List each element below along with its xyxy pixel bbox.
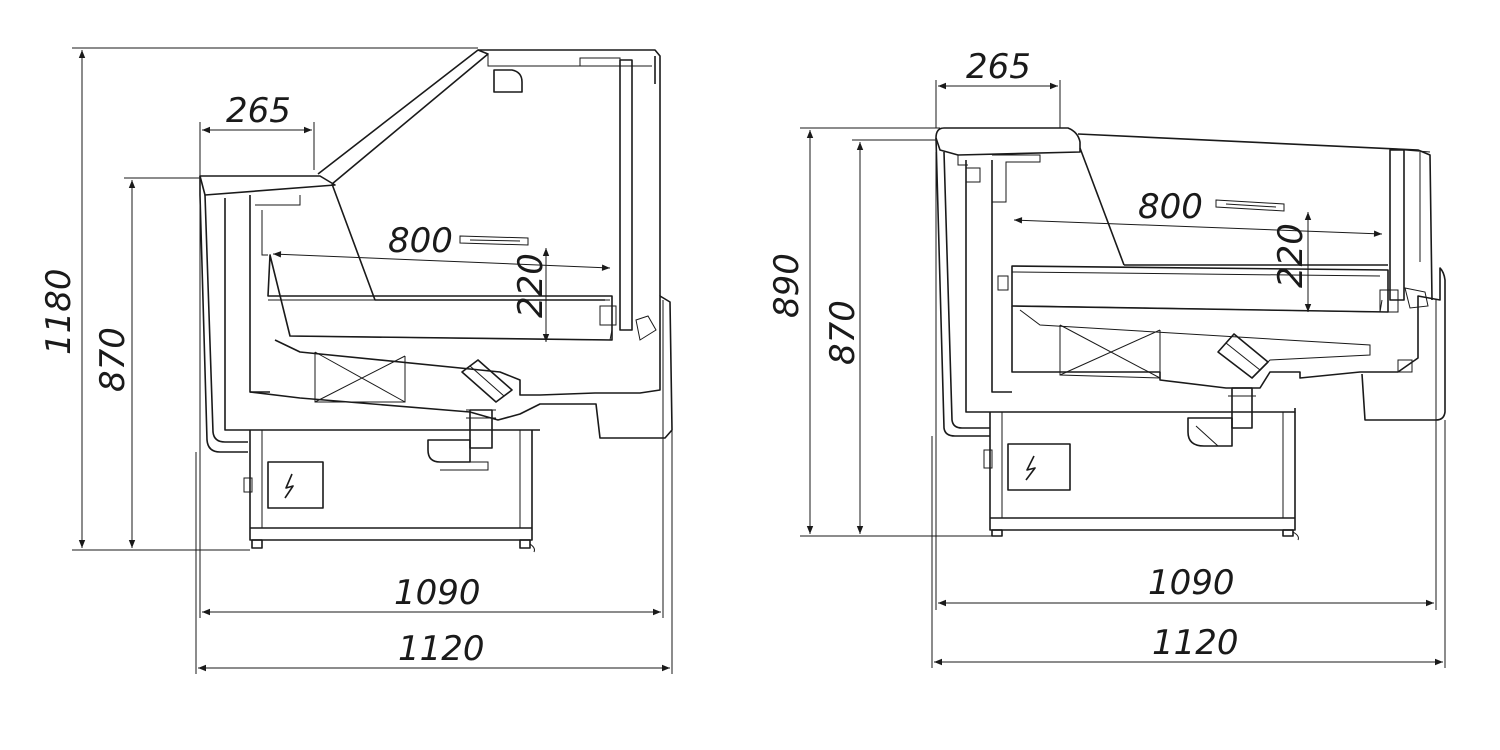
dim-inner-width-right: 1090 [1148,563,1235,603]
dim-total-height-right: 890 [767,253,807,318]
dim-shelf-depth-right: 265 [966,47,1031,87]
electrical-panel-left [267,461,324,509]
lightning-bolt-icon [1025,455,1036,481]
dim-outer-width-right: 1120 [1152,623,1239,663]
left-side-view [199,49,673,553]
electrical-panel-right [1007,443,1071,491]
right-side-view [935,127,1446,541]
left-dimensions: 1180 870 265 800 220 1090 1120 [39,47,673,674]
right-dimensions: 890 870 265 800 220 1090 1120 [767,47,1446,668]
dim-total-height-left: 1180 [39,268,79,355]
dim-tray-height-left: 220 [511,253,551,318]
dim-display-depth-left: 800 [388,221,453,261]
dim-outer-width-left: 1120 [398,629,485,669]
dim-display-depth-right: 800 [1138,187,1203,227]
dim-shelf-depth-left: 265 [226,91,291,131]
dim-inner-width-left: 1090 [394,573,481,613]
dim-tray-height-right: 220 [1271,223,1311,288]
lightning-bolt-icon [284,473,294,499]
dim-counter-height-left: 870 [93,327,133,392]
dim-counter-height-right: 870 [823,300,863,365]
